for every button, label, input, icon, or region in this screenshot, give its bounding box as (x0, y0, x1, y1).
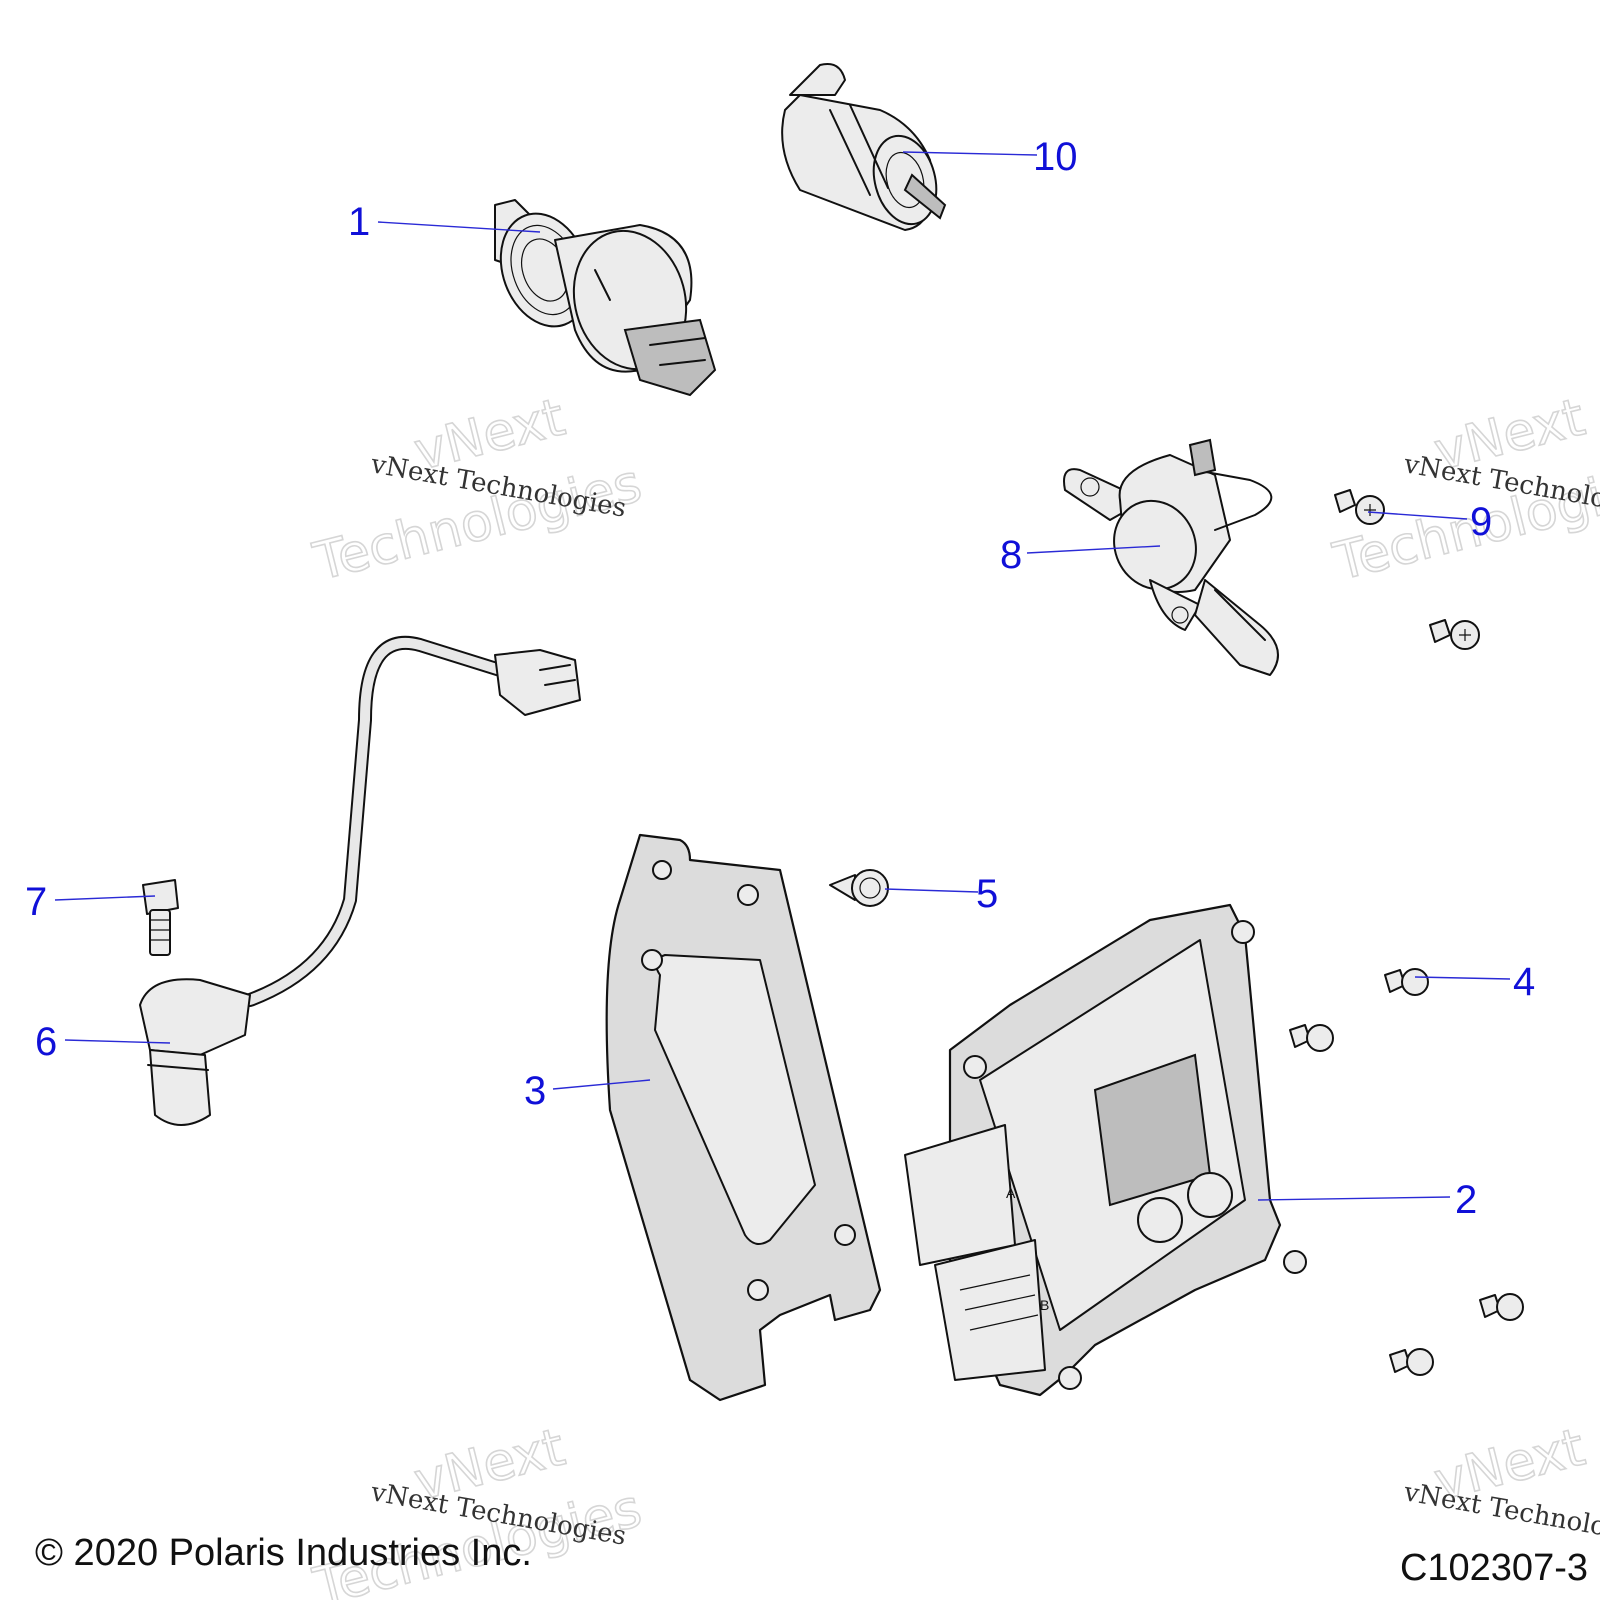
part-4-screw-fourth (1389, 1348, 1434, 1376)
callout-numbers: 1 2 3 4 5 6 7 8 9 10 (25, 135, 1535, 1222)
leader-5 (884, 888, 979, 893)
part-1-ignition-switch (494, 199, 717, 397)
callout-4: 4 (1513, 960, 1535, 1004)
part-9-screw-second (1429, 619, 1480, 650)
callout-5: 5 (976, 872, 998, 916)
bracket-studs (641, 884, 856, 1301)
leader-7 (54, 895, 156, 901)
part-6-speed-sensor (139, 635, 581, 1126)
connector-a-label: A (1006, 1185, 1016, 1201)
part-8-solenoid-bracket (1063, 438, 1279, 676)
leader-1 (377, 221, 541, 233)
part-7-bolt (142, 879, 179, 956)
leader-lines (54, 151, 1511, 1201)
watermark-top-right: vNext Technologies vNext Technologies (1327, 387, 1600, 594)
watermark-bottom-right: vNext vNext Technologies (1401, 1417, 1600, 1552)
diagram-code: C102307-3 (1400, 1547, 1588, 1589)
watermark-top-left: vNext Technologies vNext Technologies (307, 387, 648, 594)
callout-7: 7 (25, 880, 47, 924)
leader-10 (902, 151, 1038, 156)
callout-1: 1 (348, 200, 370, 244)
part-4-screw (1384, 968, 1429, 996)
part-4-screw-second (1289, 1024, 1334, 1052)
leader-6 (64, 1039, 171, 1044)
part-4-screw-third (1479, 1293, 1524, 1321)
connector-b-label: B (1040, 1297, 1049, 1313)
callout-6: 6 (35, 1020, 57, 1064)
leader-8 (1026, 545, 1161, 554)
part-3-mounting-bracket (605, 833, 882, 1402)
part-9-screw (1334, 489, 1385, 525)
callout-8: 8 (1000, 533, 1022, 577)
callout-3: 3 (524, 1069, 546, 1113)
part-2-ecu-module: A B (904, 903, 1307, 1397)
ecu-studs (963, 920, 1307, 1390)
leader-9 (1367, 511, 1468, 520)
leader-2 (1257, 1196, 1451, 1201)
leader-3 (552, 1079, 651, 1090)
copyright-text: © 2020 Polaris Industries Inc. (35, 1532, 532, 1574)
callout-9: 9 (1470, 500, 1492, 544)
callout-10: 10 (1033, 135, 1078, 179)
part-5-push-rivet (829, 869, 889, 907)
leader-4 (1414, 976, 1511, 980)
callout-2: 2 (1455, 1178, 1477, 1222)
part-10-switch-cylinder (781, 63, 947, 231)
